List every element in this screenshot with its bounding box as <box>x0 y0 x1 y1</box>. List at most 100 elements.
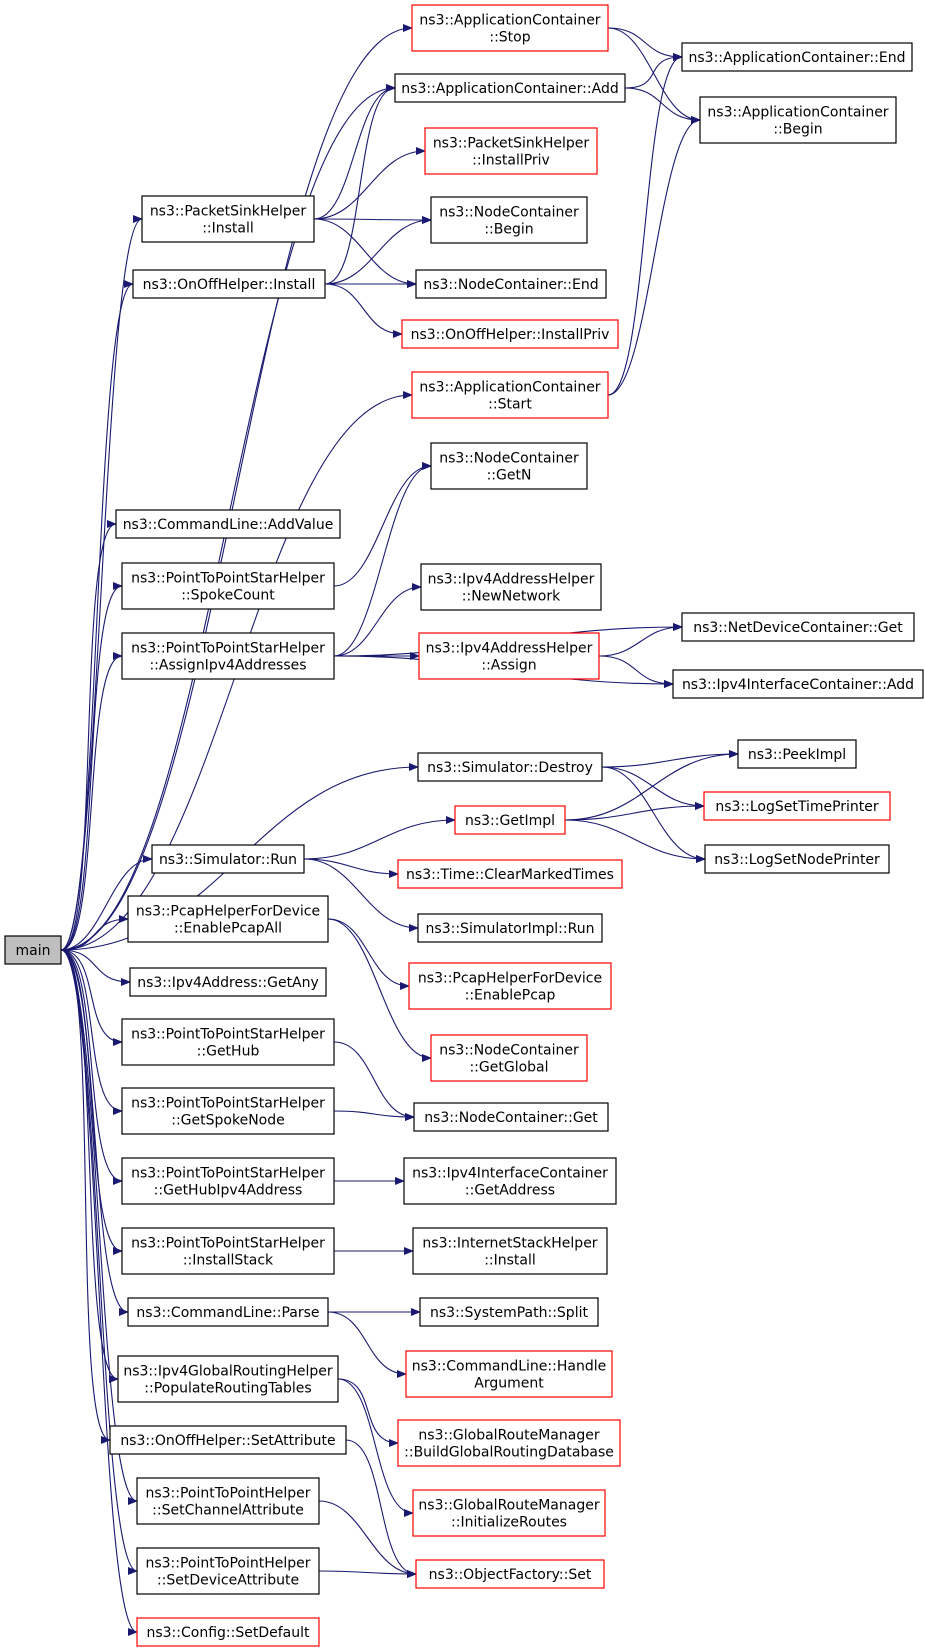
node-box <box>408 962 612 1010</box>
node-ipv4ah-newnetwork[interactable]: ns3::Ipv4AddressHelper::NewNetwork <box>420 563 602 611</box>
node-box <box>136 1617 320 1647</box>
node-ipv4grh-populate[interactable]: ns3::Ipv4GlobalRoutingHelper::PopulateRo… <box>117 1355 339 1403</box>
edge-ipv4grh-populate-to-grm-init <box>337 1378 414 1517</box>
node-grm-init[interactable]: ns3::GlobalRouteManager::InitializeRoute… <box>412 1489 606 1537</box>
edge-phfd-enableall-to-nc-getglobal <box>327 918 432 1062</box>
node-psh-install[interactable]: ns3::PacketSinkHelper::Install <box>141 195 315 243</box>
node-label: ns3::NodeContainer::End <box>423 277 598 293</box>
node-label: ::GetAddress <box>465 1183 555 1199</box>
node-ac-begin[interactable]: ns3::ApplicationContainer::Begin <box>699 96 897 144</box>
node-label: ::Begin <box>773 122 822 138</box>
node-label: Argument <box>474 1376 544 1392</box>
node-box <box>430 196 588 244</box>
edge-main-to-ptp-gethub <box>60 949 123 1046</box>
node-ipv4ah-assign[interactable]: ns3::Ipv4AddressHelper::Assign <box>418 632 600 680</box>
node-of-set[interactable]: ns3::ObjectFactory::Set <box>415 1559 605 1589</box>
node-sp-split[interactable]: ns3::SystemPath::Split <box>419 1297 599 1327</box>
node-label: ns3::CommandLine::Parse <box>136 1305 319 1321</box>
node-peekimpl[interactable]: ns3::PeekImpl <box>737 739 857 769</box>
node-label: ::GetGlobal <box>469 1060 548 1076</box>
edge-main-to-ptp-gethubaddr <box>60 949 123 1185</box>
node-box <box>397 859 623 889</box>
node-getimpl[interactable]: ns3::GetImpl <box>454 805 566 835</box>
node-onoff-install[interactable]: ns3::OnOffHelper::Install <box>132 269 326 299</box>
node-ptp-installstack[interactable]: ns3::PointToPointStarHelper::InstallStac… <box>121 1227 335 1275</box>
edge-ac-start-to-ac-end <box>607 53 683 396</box>
node-ac-start[interactable]: ns3::ApplicationContainer::Start <box>411 371 609 419</box>
node-config-setdefault[interactable]: ns3::Config::SetDefault <box>136 1617 320 1647</box>
node-box <box>430 1034 588 1082</box>
node-nc-getn[interactable]: ns3::NodeContainer::GetN <box>430 442 588 490</box>
node-phfd-enableall[interactable]: ns3::PcapHelperForDevice::EnablePcapAll <box>127 895 329 943</box>
node-ac-stop[interactable]: ns3::ApplicationContainer::Stop <box>411 4 609 52</box>
node-simimpl-run[interactable]: ns3::SimulatorImpl::Run <box>417 913 603 943</box>
node-ptph-setdevice[interactable]: ns3::PointToPointHelper::SetDeviceAttrib… <box>136 1547 320 1595</box>
node-ac-add[interactable]: ns3::ApplicationContainer::Add <box>394 73 626 103</box>
edge-ptp-spokecount-to-nc-getn <box>333 462 432 587</box>
node-box <box>681 42 913 72</box>
node-ptp-assign[interactable]: ns3::PointToPointStarHelper::AssignIpv4A… <box>121 632 335 680</box>
node-ipv4addr-getany[interactable]: ns3::Ipv4Address::GetAny <box>129 967 327 997</box>
node-cl-addvalue[interactable]: ns3::CommandLine::AddValue <box>115 509 341 539</box>
node-ish-install[interactable]: ns3::InternetStackHelper::Install <box>412 1227 608 1275</box>
node-label: ns3::ApplicationContainer::Add <box>401 81 618 97</box>
node-label: ns3::ApplicationContainer <box>707 105 888 121</box>
node-label: ns3::Ipv4AddressHelper <box>426 641 593 657</box>
node-box <box>412 1227 608 1275</box>
node-box <box>121 1157 335 1205</box>
node-onoff-setattr[interactable]: ns3::OnOffHelper::SetAttribute <box>109 1425 347 1455</box>
node-nc-begin[interactable]: ns3::NodeContainer::Begin <box>430 196 588 244</box>
node-grm-build[interactable]: ns3::GlobalRouteManager::BuildGlobalRout… <box>397 1419 621 1467</box>
node-box <box>418 632 600 680</box>
edge-main-to-ac-stop <box>60 24 413 951</box>
edge-main-to-ptph-setdevice <box>60 949 138 1575</box>
node-nc-get[interactable]: ns3::NodeContainer::Get <box>413 1102 609 1132</box>
node-phfd-enable[interactable]: ns3::PcapHelperForDevice::EnablePcap <box>408 962 612 1010</box>
node-label: ::Install <box>202 221 254 237</box>
edge-main-to-ptp-spokecount <box>60 582 123 951</box>
node-box <box>420 563 602 611</box>
node-ipv4ic-getaddr[interactable]: ns3::Ipv4InterfaceContainer::GetAddress <box>403 1157 617 1205</box>
node-nc-end[interactable]: ns3::NodeContainer::End <box>415 269 607 299</box>
node-box <box>403 1157 617 1205</box>
node-label: ns3::SimulatorImpl::Run <box>426 921 595 937</box>
node-box <box>121 1227 335 1275</box>
node-ptp-gethub[interactable]: ns3::PointToPointStarHelper::GetHub <box>121 1018 335 1066</box>
node-logsetnode[interactable]: ns3::LogSetNodePrinter <box>704 844 890 874</box>
node-sim-destroy[interactable]: ns3::Simulator::Destroy <box>417 752 603 782</box>
node-ptp-getspokenode[interactable]: ns3::PointToPointStarHelper::GetSpokeNod… <box>121 1087 335 1135</box>
edge-ac-stop-to-ac-end <box>607 27 683 61</box>
edge-ac-add-to-ac-begin <box>624 87 701 124</box>
node-label: ::BuildGlobalRoutingDatabase <box>404 1445 614 1461</box>
edge-sim-run-to-getimpl <box>303 816 456 860</box>
edge-main-to-ptp-getspokenode <box>60 949 123 1115</box>
node-main[interactable]: main <box>4 935 62 965</box>
node-ptph-setchannel[interactable]: ns3::PointToPointHelper::SetChannelAttri… <box>136 1477 320 1525</box>
node-logsettime[interactable]: ns3::LogSetTimePrinter <box>703 791 891 821</box>
node-box <box>704 844 890 874</box>
edge-cl-parse-to-cl-handle <box>327 1311 407 1378</box>
node-box <box>401 319 619 349</box>
node-psh-installpriv[interactable]: ns3::PacketSinkHelper::InstallPriv <box>424 127 598 175</box>
node-ptp-spokecount[interactable]: ns3::PointToPointStarHelper::SpokeCount <box>121 562 335 610</box>
node-sim-run[interactable]: ns3::Simulator::Run <box>151 844 305 874</box>
node-ac-end[interactable]: ns3::ApplicationContainer::End <box>681 42 913 72</box>
node-label: ns3::Ipv4InterfaceContainer::Add <box>682 677 914 693</box>
node-layer: main ns3::ApplicationContainer::Stopns3::… <box>4 4 924 1647</box>
node-label: ::SetDeviceAttribute <box>157 1573 299 1589</box>
node-ndc-get[interactable]: ns3::NetDeviceContainer::Get <box>681 612 915 642</box>
node-time-clear[interactable]: ns3::Time::ClearMarkedTimes <box>397 859 623 889</box>
node-ipv4ic-add[interactable]: ns3::Ipv4InterfaceContainer::Add <box>672 669 924 699</box>
node-ptp-gethubaddr[interactable]: ns3::PointToPointStarHelper::GetHubIpv4A… <box>121 1157 335 1205</box>
node-onoff-installpriv[interactable]: ns3::OnOffHelper::InstallPriv <box>401 319 619 349</box>
node-label: ns3::CommandLine::AddValue <box>123 517 334 533</box>
node-box <box>115 509 341 539</box>
node-box <box>415 269 607 299</box>
edge-onoff-setattr-to-of-set <box>345 1439 417 1578</box>
node-label: ns3::GlobalRouteManager <box>418 1428 599 1444</box>
node-nc-getglobal[interactable]: ns3::NodeContainer::GetGlobal <box>430 1034 588 1082</box>
node-box <box>132 269 326 299</box>
node-cl-parse[interactable]: ns3::CommandLine::Parse <box>127 1297 329 1327</box>
edge-main-to-ipv4addr-getany <box>60 949 131 986</box>
